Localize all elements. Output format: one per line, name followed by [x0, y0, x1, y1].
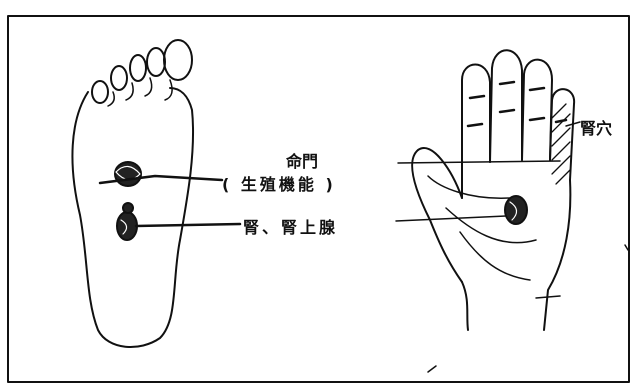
big-toe — [163, 39, 193, 81]
label-mingmen: 命門 — [286, 152, 319, 171]
thumb — [411, 147, 463, 283]
finger-ring — [489, 49, 523, 163]
stray-mark — [624, 244, 629, 251]
hand-palm — [411, 49, 576, 331]
label-reproductive-function: ( 生殖機能 ) — [222, 175, 336, 194]
palm-outline-right — [543, 179, 572, 331]
point-swirl — [120, 219, 128, 235]
leader-line-mingmen — [98, 174, 224, 185]
mingmen-point-foot — [114, 161, 142, 187]
kidney-point-hatch — [551, 103, 571, 185]
foot-sole — [71, 39, 195, 349]
leader-line-mingmen-hand — [397, 160, 561, 164]
leader-line-kidney-hand — [395, 215, 507, 222]
finger-little — [461, 63, 491, 199]
toe-3 — [129, 54, 147, 82]
finger-middle — [521, 58, 553, 161]
toe-5 — [91, 80, 109, 104]
point-swirl — [509, 201, 518, 221]
toe-crease — [125, 82, 134, 101]
finger-joint-marks — [466, 80, 568, 128]
toe-crease — [107, 91, 115, 107]
label-kidney-point: 腎穴 — [580, 119, 613, 138]
stray-mark — [427, 365, 437, 373]
palm-crease — [427, 175, 511, 199]
foot-outline — [71, 87, 195, 349]
diagram-border — [7, 15, 630, 383]
toe-2 — [146, 47, 166, 77]
point-swirl — [115, 165, 141, 181]
palm-crease — [459, 231, 531, 281]
toe-4 — [110, 65, 128, 91]
toe-crease — [164, 79, 173, 101]
finger-index — [549, 88, 576, 181]
wrist-crease — [535, 295, 561, 299]
label-kidney-adrenal: 腎、腎上腺 — [243, 218, 339, 237]
toe-crease — [144, 77, 153, 97]
kidney-point-foot-top — [122, 202, 134, 214]
leader-line-kidney-point — [565, 121, 581, 127]
palm-crease — [445, 207, 537, 244]
leader-line-kidney — [134, 222, 242, 228]
palm-outline-left — [461, 281, 469, 331]
